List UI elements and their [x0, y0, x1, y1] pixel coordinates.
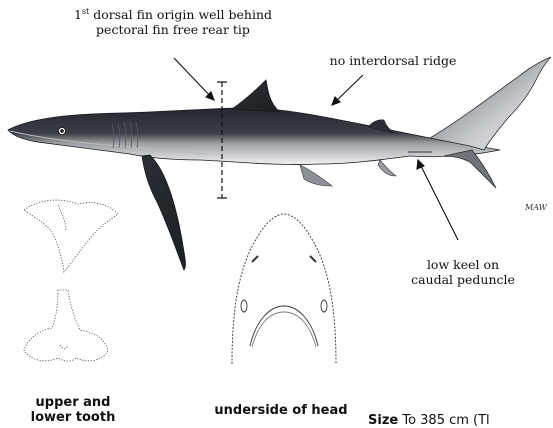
tooth-caption: upper and lower tooth [18, 395, 128, 425]
pectoral-fin [142, 155, 185, 270]
nostril-right [310, 256, 316, 262]
arrow-dorsal-origin [174, 58, 214, 100]
arrow-keel [418, 160, 458, 240]
lower-tooth [24, 290, 108, 361]
shark-body [8, 108, 500, 165]
anal-fin [378, 160, 396, 176]
nostril-left [252, 256, 258, 262]
dorsal-origin-label: 1st dorsal fin origin well behind pector… [48, 4, 298, 37]
tooth-illustration [24, 200, 118, 361]
eye-left [241, 300, 247, 312]
first-dorsal-fin [232, 80, 280, 112]
blue-shark-illustration: MAW [8, 57, 551, 270]
caudal-fin-upper-lobe [430, 57, 551, 150]
eye-right [321, 300, 327, 312]
upper-tooth [24, 200, 118, 272]
head-underside-illustration [232, 214, 336, 364]
caudal-fin-lower-lobe [444, 150, 496, 188]
no-interdorsal-ridge-label: no interdorsal ridge [318, 53, 468, 68]
caudal-keel-label: low keel on caudal peduncle [398, 257, 528, 287]
artist-signature: MAW [524, 203, 548, 212]
pelvic-fin [300, 165, 332, 186]
size-text: Size To 385 cm (Tl [368, 413, 490, 428]
head-caption: underside of head [196, 403, 366, 418]
